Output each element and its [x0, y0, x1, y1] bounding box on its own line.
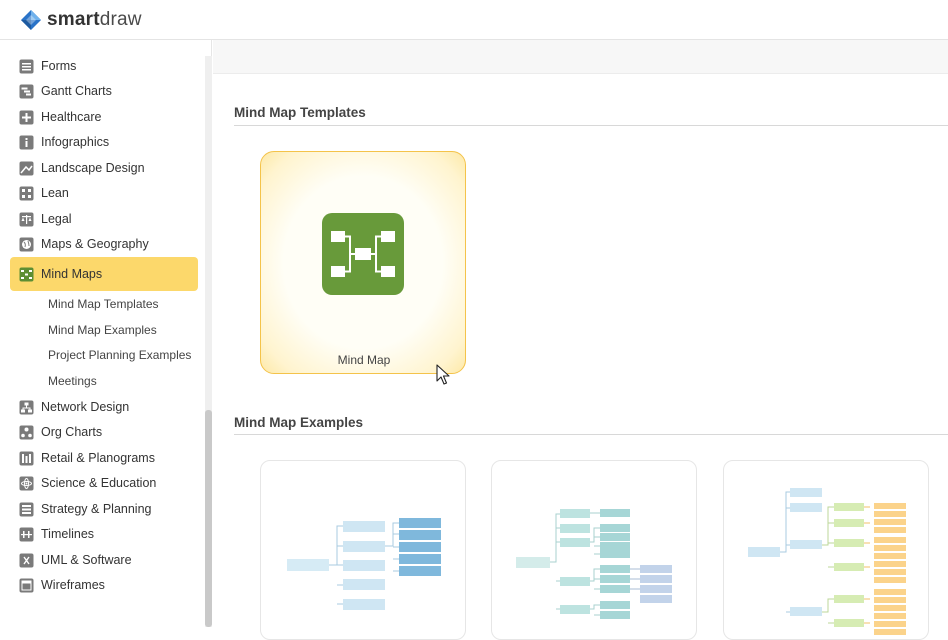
sidebar-item-gantt-charts[interactable]: Gantt Charts — [10, 79, 198, 103]
sidebar-item-mind-maps[interactable]: Mind Maps — [10, 257, 198, 291]
sidebar-item-lean[interactable]: Lean — [10, 181, 198, 205]
sidebar-subitem-mind-map-examples[interactable]: Mind Map Examples — [48, 323, 157, 337]
globe-icon — [19, 237, 34, 252]
network-icon — [19, 400, 34, 415]
sidebar-item-legal[interactable]: Legal — [10, 207, 198, 231]
mind-map-template-card[interactable]: Mind Map — [260, 151, 466, 374]
mind-map-template-icon — [322, 213, 404, 295]
sidebar-scrollbar-track[interactable] — [205, 56, 212, 627]
sidebar-item-label: Retail & Planograms — [41, 451, 155, 465]
sidebar-item-label: Forms — [41, 59, 77, 73]
lean-icon — [19, 186, 34, 201]
sidebar-item-retail-planograms[interactable]: Retail & Planograms — [10, 446, 198, 470]
sidebar-item-label: Legal — [41, 212, 72, 226]
mind-map-example-card-1[interactable] — [260, 460, 466, 640]
sidebar-item-label: Org Charts — [41, 425, 103, 439]
legal-scale-icon — [19, 212, 34, 227]
mind-map-example-thumbnail-2 — [516, 509, 672, 619]
sidebar — [0, 40, 212, 627]
mind-map-example-card-3[interactable] — [723, 460, 929, 640]
sidebar-item-label: Science & Education — [41, 476, 157, 490]
smartdraw-logo[interactable]: smartdraw — [20, 9, 142, 31]
sidebar-item-wireframes[interactable]: Wireframes — [10, 573, 198, 597]
sidebar-item-network-design[interactable]: Network Design — [10, 395, 198, 419]
sidebar-item-maps-geography[interactable]: Maps & Geography — [10, 232, 198, 256]
sidebar-item-label: Gantt Charts — [41, 84, 112, 98]
gantt-icon — [19, 84, 34, 99]
sidebar-item-label: Landscape Design — [41, 161, 145, 175]
atom-icon — [19, 476, 34, 491]
sidebar-item-label: Maps & Geography — [41, 237, 149, 251]
sidebar-item-label: Timelines — [41, 527, 95, 541]
mind-map-example-card-2[interactable] — [491, 460, 697, 640]
strategy-icon — [19, 502, 34, 517]
sidebar-item-timelines[interactable]: Timelines — [10, 522, 198, 546]
wireframe-icon — [19, 578, 34, 593]
forms-icon — [19, 59, 34, 74]
sidebar-item-label: Mind Maps — [41, 267, 103, 281]
sidebar-subitem-meetings[interactable]: Meetings — [48, 374, 97, 388]
top-bar: smartdraw — [0, 0, 948, 40]
logo-text: smartdraw — [47, 9, 142, 30]
sidebar-subitem-mind-map-templates[interactable]: Mind Map Templates — [48, 297, 159, 311]
sidebar-item-healthcare[interactable]: Healthcare — [10, 105, 198, 129]
mind-map-example-thumbnail-1 — [287, 518, 441, 610]
mouse-cursor-icon — [436, 364, 450, 391]
sidebar-scrollbar-thumb[interactable] — [205, 410, 212, 627]
sidebar-item-forms[interactable]: Forms — [10, 54, 198, 78]
sidebar-item-label: UML & Software — [41, 553, 132, 567]
sidebar-item-strategy-planning[interactable]: Strategy & Planning — [10, 497, 198, 521]
examples-section-divider — [234, 434, 948, 435]
sidebar-item-label: Network Design — [41, 400, 130, 414]
content-header-band — [213, 40, 948, 74]
sidebar-item-label: Wireframes — [41, 578, 105, 592]
templates-section-divider — [234, 125, 948, 126]
sidebar-item-label: Infographics — [41, 135, 110, 149]
sidebar-item-landscape-design[interactable]: Landscape Design — [10, 156, 198, 180]
sidebar-item-label: Lean — [41, 186, 69, 200]
uml-icon — [19, 553, 34, 568]
sidebar-item-infographics[interactable]: Infographics — [10, 130, 198, 154]
timeline-icon — [19, 527, 34, 542]
sidebar-item-label: Healthcare — [41, 110, 102, 124]
mind-map-icon — [19, 267, 34, 282]
landscape-icon — [19, 161, 34, 176]
sidebar-item-org-charts[interactable]: Org Charts — [10, 420, 198, 444]
healthcare-icon — [19, 110, 34, 125]
sidebar-subitem-project-planning-examples[interactable]: Project Planning Examples — [48, 348, 192, 362]
mind-map-template-label: Mind Map — [337, 353, 391, 367]
retail-icon — [19, 451, 34, 466]
smartdraw-logo-icon — [21, 10, 41, 30]
sidebar-item-label: Strategy & Planning — [41, 502, 152, 516]
sidebar-item-science-education[interactable]: Science & Education — [10, 471, 198, 495]
sidebar-item-uml-software[interactable]: UML & Software — [10, 548, 198, 572]
mind-map-example-thumbnail-3 — [748, 488, 906, 635]
examples-section-title: Mind Map Examples — [234, 415, 364, 430]
org-chart-icon — [19, 425, 34, 440]
templates-section-title: Mind Map Templates — [234, 105, 366, 120]
infographics-icon — [19, 135, 34, 150]
